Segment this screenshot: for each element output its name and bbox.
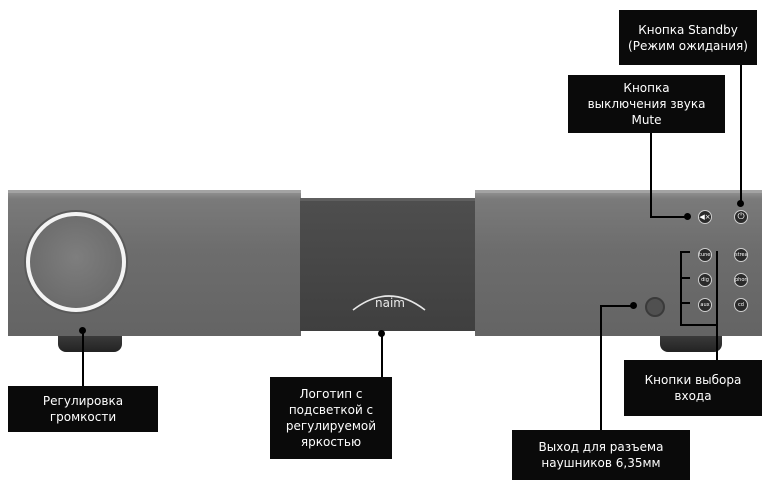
right-panel [475, 190, 762, 336]
input-label: dig [701, 277, 709, 283]
leader-line-input-h2 [680, 277, 690, 279]
callout-text: Регулировка [42, 394, 124, 408]
callout-headphone: Выход для разъема наушников 6,35мм [512, 430, 690, 480]
input-button-stream[interactable]: stream [734, 248, 748, 262]
leader-line-input-right [716, 251, 718, 326]
naim-logo-arc [352, 295, 426, 311]
leader-line-logo [381, 333, 383, 377]
callout-text: Кнопка [623, 81, 670, 95]
input-label: phono [735, 277, 748, 283]
callout-text: громкости [49, 410, 117, 424]
callout-text: подсветкой с [288, 403, 374, 417]
callout-text: наушников 6,35мм [541, 456, 661, 470]
headphone-jack[interactable] [645, 297, 665, 317]
input-button-phono[interactable]: phono [734, 273, 748, 287]
leader-line-input-h1 [680, 251, 690, 253]
leader-line-mute-h [650, 216, 686, 218]
input-button-dig[interactable]: dig [698, 273, 712, 287]
leader-dot-mute [684, 213, 691, 220]
input-label: cd [738, 302, 744, 308]
callout-standby: Кнопка Standby (Режим ожидания) [619, 10, 757, 65]
input-label: stream [735, 252, 748, 258]
callout-text: яркостью [300, 435, 362, 449]
leader-dot-volume [79, 327, 86, 334]
logo-window [300, 198, 476, 331]
callout-text: Кнопка Standby [638, 22, 738, 37]
leader-line-headphone [600, 305, 602, 430]
callout-logo: Логотип с подсветкой с регулируемой ярко… [270, 377, 392, 459]
leader-line-input-bottom [680, 324, 716, 326]
callout-text: Mute [631, 113, 662, 127]
leader-line-input-left [680, 251, 682, 325]
callout-mute: Кнопка выключения звука Mute [568, 75, 725, 133]
leader-dot-headphone [630, 302, 637, 309]
input-label: tuner [699, 252, 712, 258]
input-label: aux [700, 302, 710, 308]
leader-line-input-h3 [680, 302, 690, 304]
leader-line-volume [82, 330, 84, 386]
mute-button[interactable]: ◀× [698, 210, 712, 224]
speaker-mute-icon: ◀× [699, 213, 711, 221]
leader-line-mute [650, 133, 652, 217]
leader-line-headphone-h [600, 305, 632, 307]
input-button-aux[interactable]: aux [698, 298, 712, 312]
leader-dot-logo [378, 330, 385, 337]
leader-dot-standby [737, 200, 744, 207]
callout-text: выключения звука [587, 97, 706, 111]
leader-line-input-down [716, 326, 718, 360]
callout-text: (Режим ожидания) [628, 38, 748, 53]
callout-text: Логотип с [299, 387, 363, 401]
callout-text: входа [674, 389, 712, 403]
callout-text: регулируемой [285, 419, 377, 433]
callout-text: Кнопки выбора [644, 373, 742, 387]
callout-text: Выход для разъема [538, 440, 664, 454]
left-foot [58, 336, 122, 352]
volume-knob[interactable] [26, 212, 126, 312]
naim-logo-text: naim [375, 296, 405, 310]
input-button-tuner[interactable]: tuner [698, 248, 712, 262]
callout-volume: Регулировка громкости [8, 386, 158, 432]
right-foot [660, 336, 722, 352]
input-button-cd[interactable]: cd [734, 298, 748, 312]
standby-button[interactable]: ⏻ [734, 210, 748, 224]
leader-line-standby [740, 65, 742, 203]
power-icon: ⏻ [737, 212, 745, 222]
callout-input: Кнопки выбора входа [624, 360, 762, 416]
